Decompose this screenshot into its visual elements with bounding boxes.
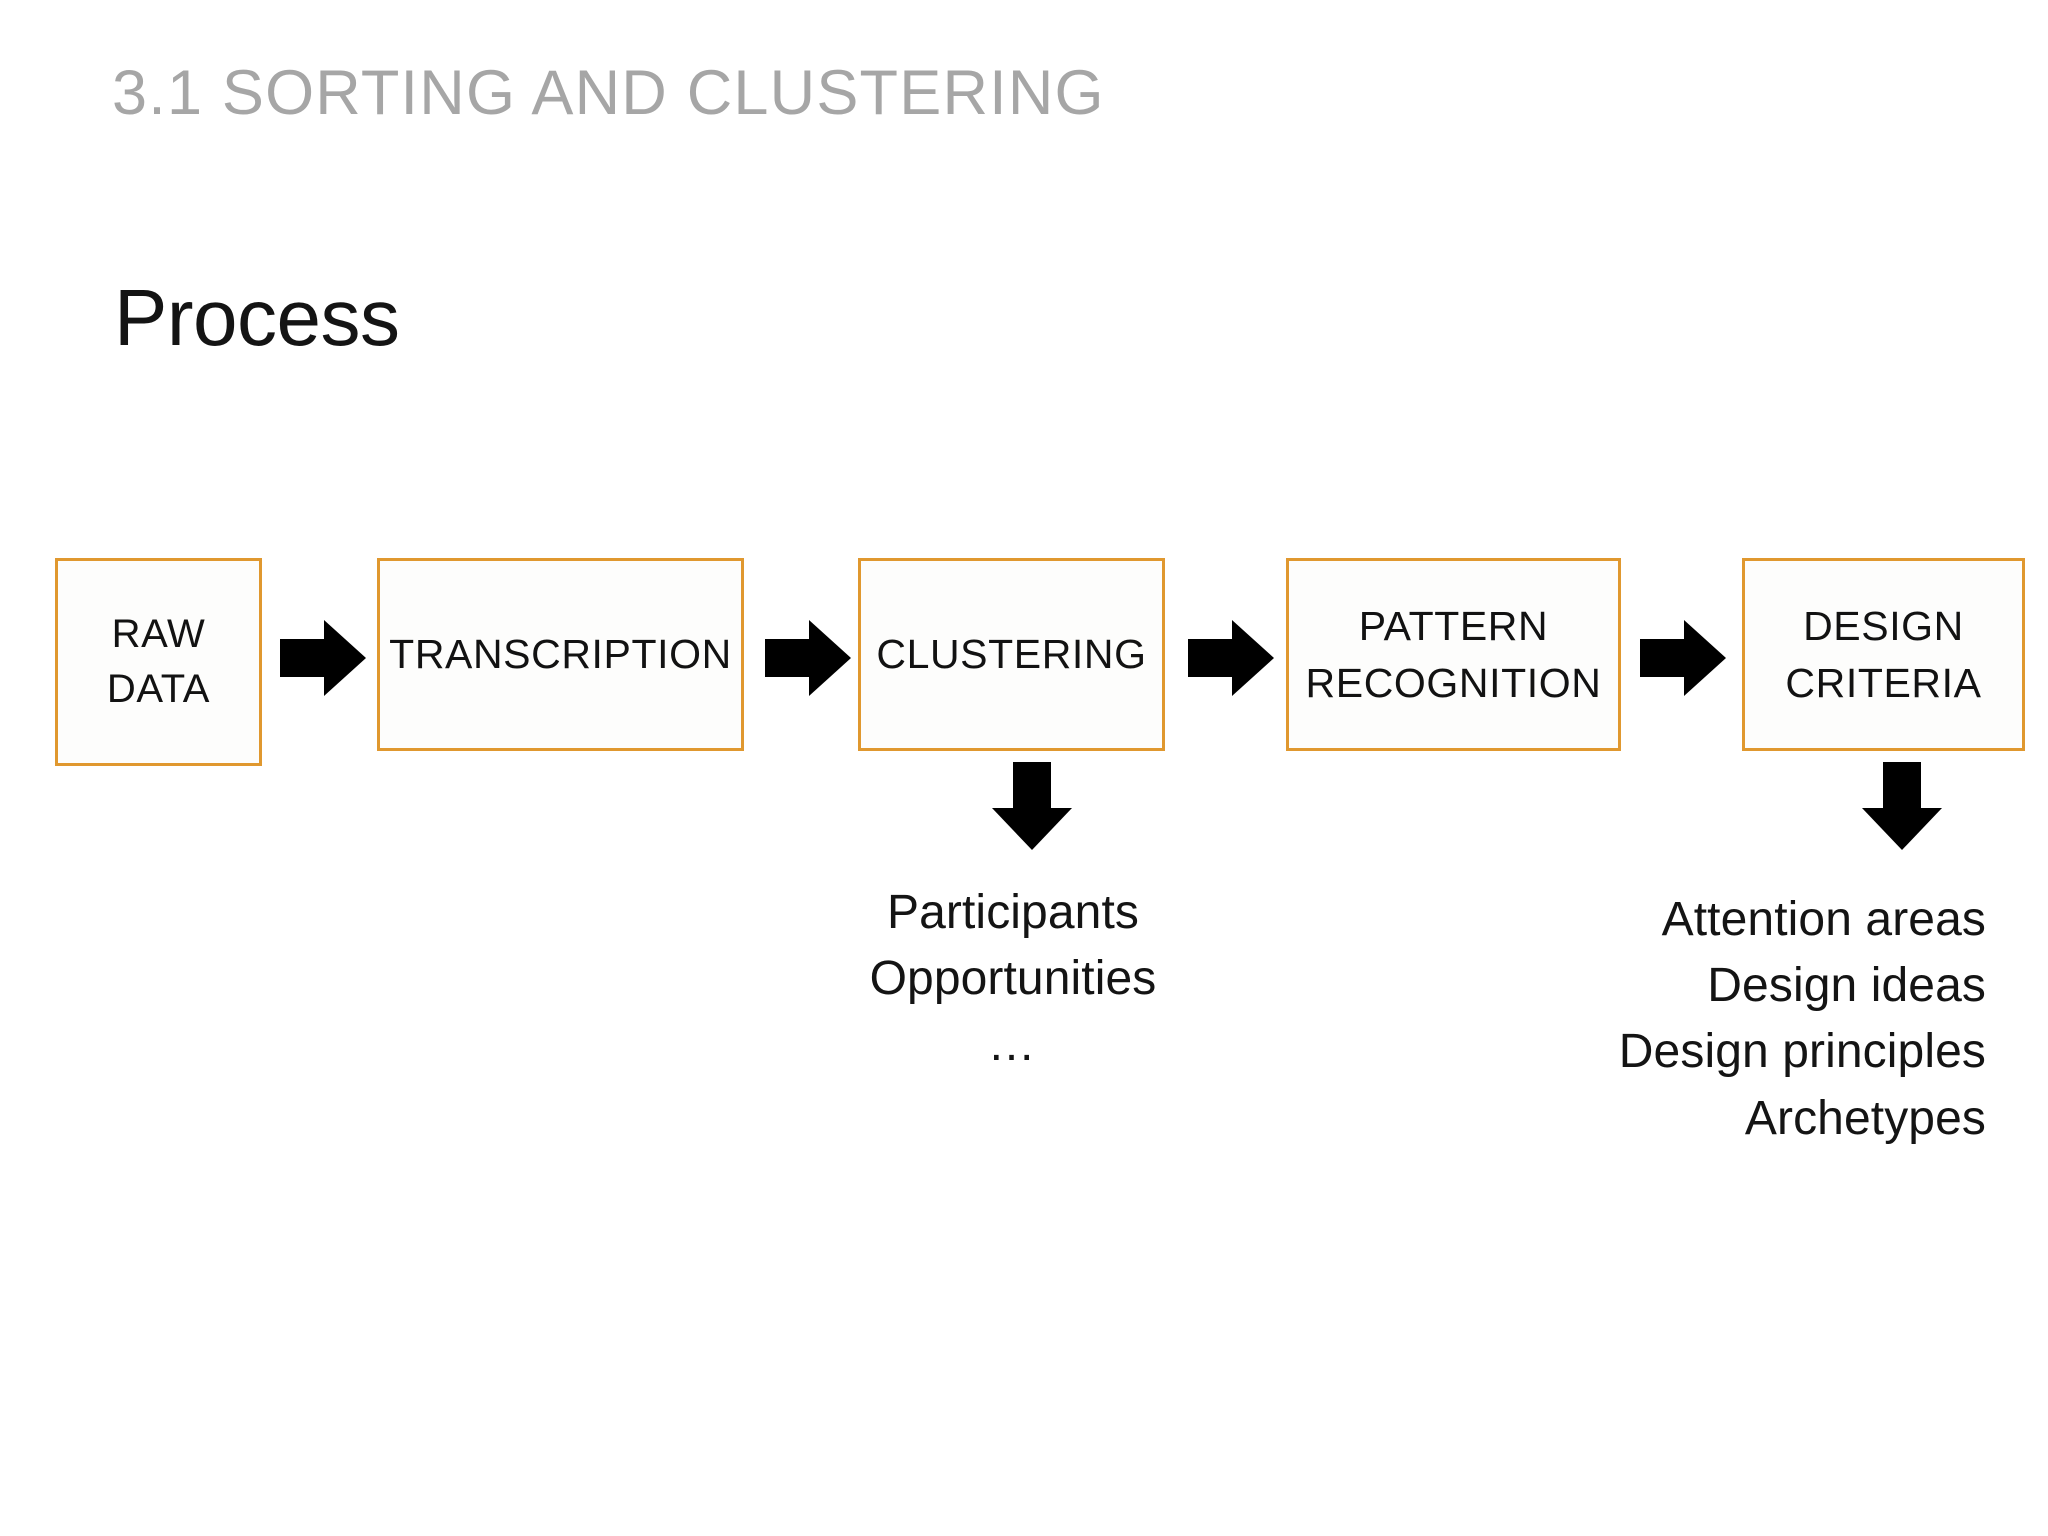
list-item: Design principles: [1618, 1025, 1986, 1079]
section-label: 3.1 SORTING AND CLUSTERING: [112, 58, 1105, 128]
flow-node-label-line: RAW: [111, 611, 206, 656]
arrow-shaft: [1640, 639, 1688, 677]
list-item: Archetypes: [1744, 1091, 1986, 1145]
list-item: Design ideas: [1707, 959, 1986, 1013]
list-item: Participants: [887, 886, 1139, 939]
flow-node-clustering: CLUSTERING: [858, 558, 1165, 751]
flow-node-transcription: TRANSCRIPTION: [377, 558, 744, 751]
arrow-head: [992, 808, 1072, 850]
arrow-shaft: [280, 639, 328, 677]
flow-node-design-criteria: DESIGN CRITERIA: [1742, 558, 2025, 751]
flow-node-label-line: DESIGN: [1803, 602, 1964, 649]
arrow-head: [1862, 808, 1942, 850]
flow-node-label-line: DATA: [106, 667, 211, 711]
arrow-shaft: [1883, 762, 1921, 812]
flow-node-pattern-recognition: PATTERN RECOGNITION: [1286, 558, 1621, 751]
flow-node-label-line: TRANSCRIPTION: [389, 631, 732, 678]
flow-node-label-line: CLUSTERING: [876, 631, 1147, 678]
flow-node-raw-data: RAW DATA: [55, 558, 262, 766]
arrow-head: [1684, 620, 1726, 696]
arrow-shaft: [765, 639, 813, 677]
output-list-design-criteria: Attention areas Design ideas Design prin…: [1450, 887, 1986, 1152]
output-list-clustering: Participants Opportunities …: [760, 880, 1266, 1079]
page-title: Process: [114, 273, 400, 362]
arrow-shaft: [1188, 639, 1236, 677]
arrow-head: [809, 620, 851, 696]
list-item: Opportunities: [869, 952, 1157, 1006]
list-item-ellipsis: …: [987, 1018, 1039, 1072]
flow-node-label-line: PATTERN: [1358, 602, 1549, 649]
flow-node-label-line: CRITERIA: [1785, 659, 1982, 706]
arrow-head: [324, 620, 366, 696]
arrow-shaft: [1013, 762, 1051, 812]
list-item: Attention areas: [1661, 893, 1986, 946]
arrow-head: [1232, 620, 1274, 696]
flow-node-label-line: RECOGNITION: [1305, 659, 1602, 706]
